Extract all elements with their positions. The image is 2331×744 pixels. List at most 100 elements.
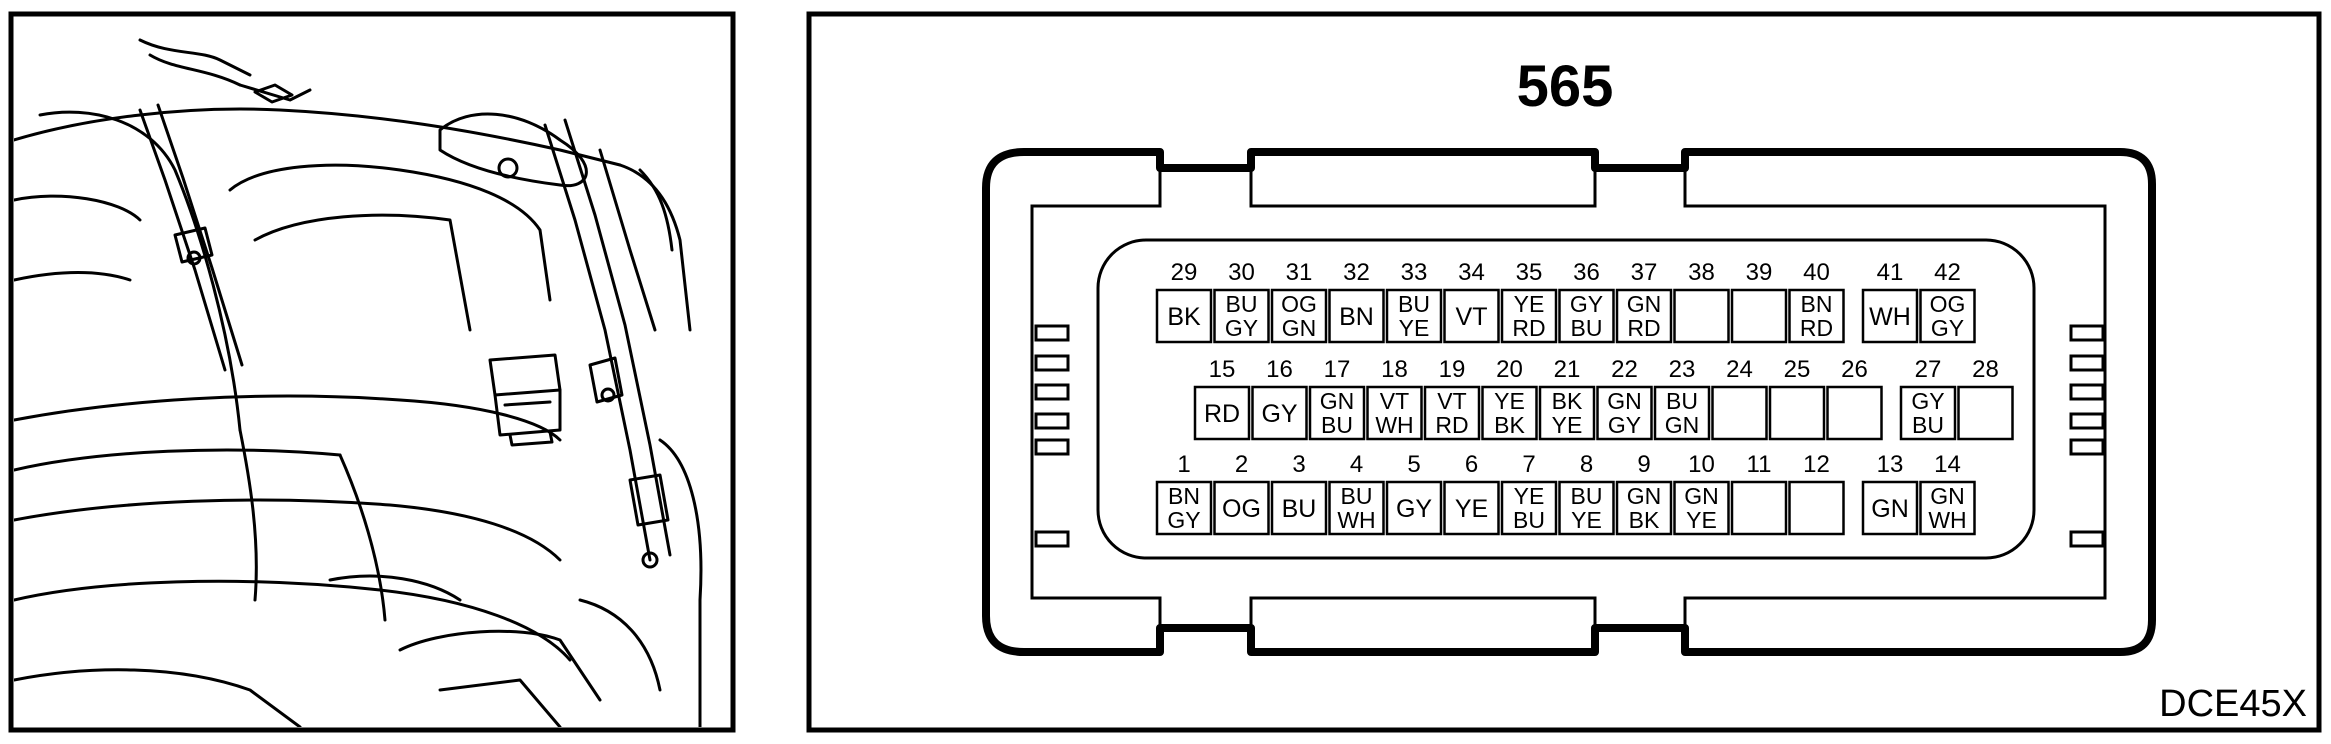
wire-color: YE	[1514, 291, 1545, 317]
pin-26: 26	[1826, 356, 1883, 441]
wire-color: GY	[1396, 495, 1432, 523]
figure-code: DCE45X	[2159, 683, 2307, 725]
wire-color: BK	[1167, 303, 1201, 331]
pin-11: 11	[1730, 451, 1788, 536]
wire-color: YE	[1686, 507, 1717, 533]
pin-number: 3	[1292, 451, 1305, 478]
wire-color: GY	[1911, 388, 1944, 414]
wire-color: BK	[1494, 412, 1525, 438]
pin-number: 37	[1631, 259, 1658, 286]
pin-cavity	[1957, 385, 2014, 441]
pin-cavity	[1919, 480, 1976, 536]
wire-color: WH	[1928, 507, 1966, 533]
wire-color: OG	[1930, 291, 1966, 317]
wire-color: BU	[1226, 291, 1258, 317]
connector-pins: 29BK30BUGY31OGGN32BN33BUYE34VT35YERD36GY…	[1155, 259, 2014, 536]
wire-color: RD	[1627, 315, 1660, 341]
connector-face-panel: 565 29BK30BUGY31OGGN32BN33BUYE34VT35YERD…	[806, 11, 2322, 733]
wire-color: YE	[1455, 495, 1488, 523]
pin-28: 28	[1957, 356, 2014, 441]
wire-color: GN	[1607, 388, 1642, 414]
wire-color: BU	[1398, 291, 1430, 317]
pin-number: 28	[1972, 356, 1999, 383]
wire-color: RD	[1435, 412, 1468, 438]
connector-inner-housing	[1030, 166, 2107, 630]
pin-cavity	[1615, 288, 1673, 344]
pin-number: 40	[1803, 259, 1830, 286]
pin-number: 9	[1637, 451, 1650, 478]
wire-color: GY	[1261, 400, 1297, 428]
pin-12: 12	[1788, 451, 1845, 536]
wire-color: BN	[1339, 303, 1374, 331]
pin-number: 22	[1611, 356, 1638, 383]
pin-cavity	[1558, 480, 1615, 536]
wire-color: WH	[1375, 412, 1413, 438]
pin-cavity	[1653, 385, 1711, 441]
pin-number: 33	[1401, 259, 1428, 286]
pin-number: 38	[1688, 259, 1715, 286]
wire-color: BN	[1168, 483, 1200, 509]
pin-number: 18	[1381, 356, 1408, 383]
pin-number: 5	[1407, 451, 1420, 478]
wire-color: BK	[1552, 388, 1583, 414]
pin-number: 11	[1747, 451, 1772, 478]
pin-number: 23	[1669, 356, 1696, 383]
wire-color: BU	[1912, 412, 1944, 438]
pin-number: 8	[1580, 451, 1593, 478]
pin-cavity	[1558, 288, 1615, 344]
pin-number: 1	[1177, 451, 1190, 478]
wire-color: RD	[1800, 315, 1833, 341]
wire-color: VT	[1380, 388, 1409, 414]
wire-color: GY	[1225, 315, 1258, 341]
pin-number: 30	[1228, 259, 1255, 286]
pin-cavity	[1155, 288, 1213, 344]
pin-number: 12	[1803, 451, 1830, 478]
pin-cavity	[1861, 288, 1919, 344]
wire-color: BU	[1571, 483, 1603, 509]
pin-cavity	[1919, 288, 1976, 344]
pin-cavity	[1673, 480, 1730, 536]
pin-cavity	[1500, 480, 1558, 536]
pin-number: 36	[1573, 259, 1600, 286]
pin-cavity	[1861, 480, 1919, 536]
pin-cavity	[1711, 385, 1768, 441]
pin-number: 29	[1171, 259, 1198, 286]
pin-number: 7	[1522, 451, 1535, 478]
pin-number: 42	[1934, 259, 1961, 286]
wire-color: VT	[1456, 303, 1488, 331]
wire-color: YE	[1571, 507, 1602, 533]
pin-38: 38	[1673, 259, 1730, 344]
pin-cavity	[1538, 385, 1596, 441]
pin-number: 10	[1688, 451, 1715, 478]
pin-cavity	[1500, 288, 1558, 344]
pin-cavity	[1213, 480, 1270, 536]
pin-row-bottom: 1BNGY2OG3BU4BUWH5GY6YE7YEBU8BUYE9GNBK10G…	[1155, 451, 1976, 536]
pin-cavity	[1673, 288, 1730, 344]
pin-cavity	[1899, 385, 1957, 441]
pin-cavity	[1768, 385, 1826, 441]
wire-color: YE	[1552, 412, 1583, 438]
pin-39: 39	[1730, 259, 1788, 344]
pin-number: 24	[1726, 356, 1753, 383]
pin-cavity-area	[1096, 238, 2036, 560]
pin-cavity	[1730, 288, 1788, 344]
